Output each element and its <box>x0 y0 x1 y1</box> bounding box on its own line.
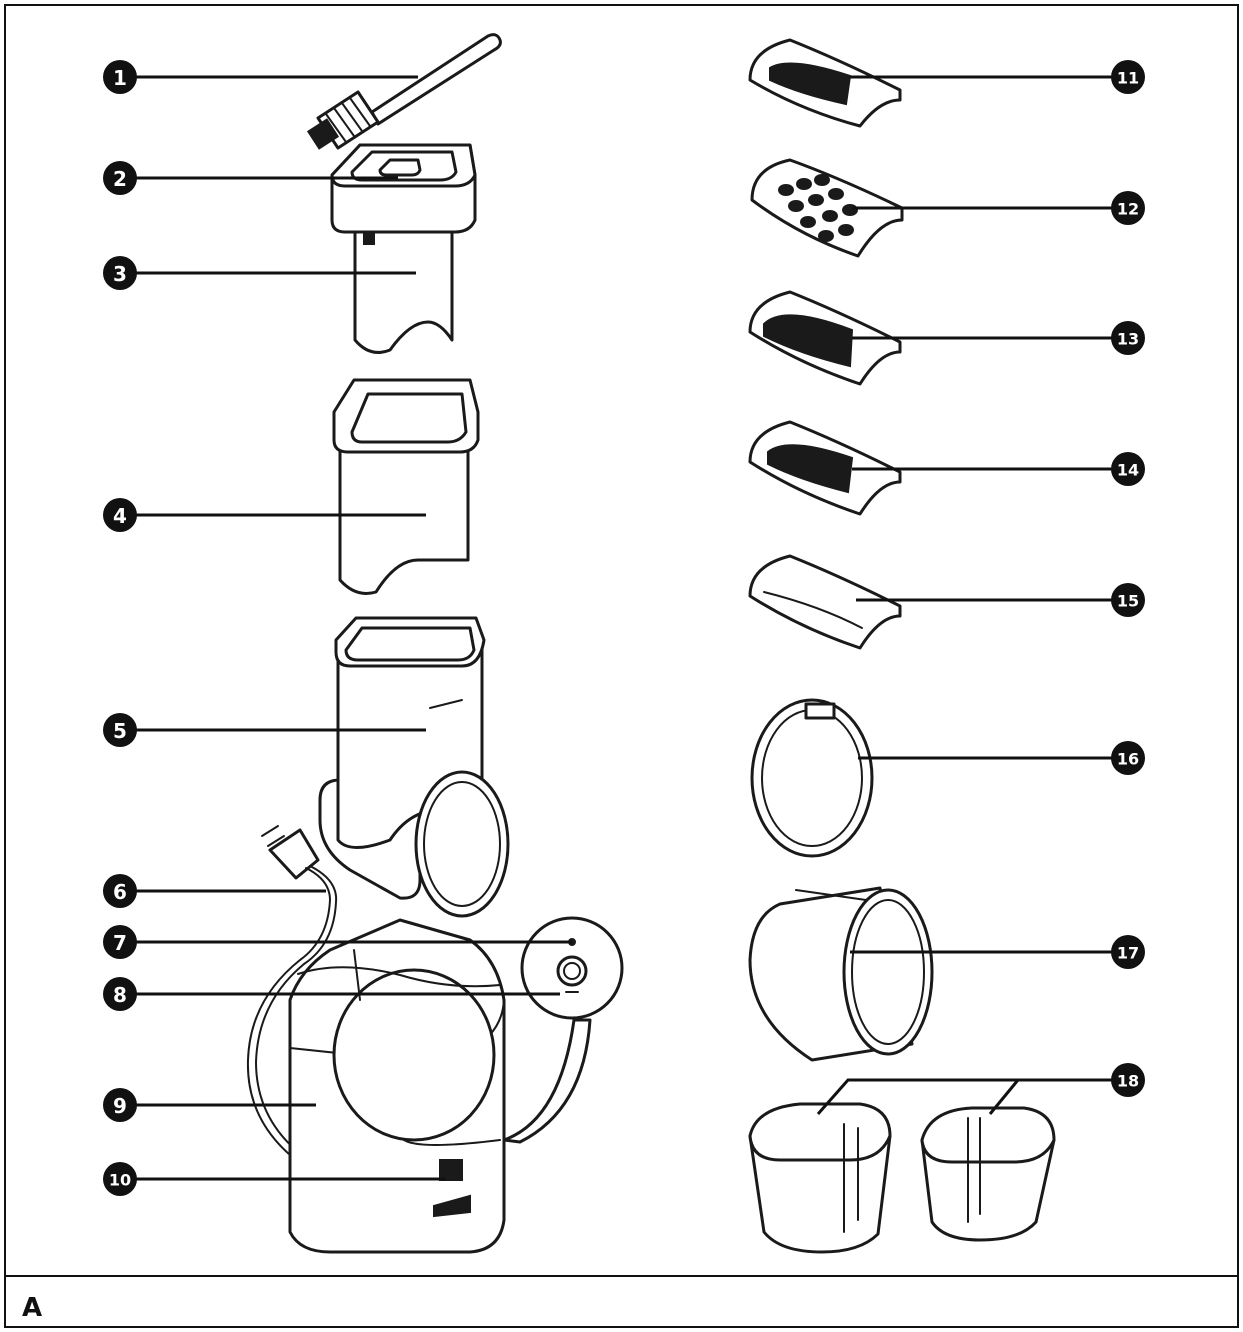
callout-number-1: 1 <box>113 66 127 90</box>
callout-number-8: 8 <box>113 983 127 1007</box>
control-panel-drawing <box>522 918 622 1018</box>
slicing-insert-drawing <box>750 556 900 648</box>
pusher-drawing <box>332 145 475 352</box>
callout-number-2: 2 <box>113 167 127 191</box>
callout-number-7: 7 <box>113 931 127 955</box>
callout-number-3: 3 <box>113 262 127 286</box>
cleaning-brush-drawing <box>308 35 500 149</box>
callout-number-12: 12 <box>1117 200 1139 219</box>
callout-number-16: 16 <box>1117 750 1139 769</box>
drum-drawing <box>750 888 932 1060</box>
feed-tube-drawing <box>334 380 478 594</box>
callout-number-6: 6 <box>113 880 127 904</box>
callout-number-11: 11 <box>1117 69 1139 88</box>
callouts: 1 2 3 4 5 6 7 8 9 10 11 12 <box>103 60 1145 1196</box>
drum-ring-drawing <box>752 700 872 856</box>
callout-number-13: 13 <box>1117 330 1139 349</box>
callout-number-4: 4 <box>113 504 127 528</box>
part-drawings <box>248 35 1054 1252</box>
callout-number-17: 17 <box>1117 944 1139 963</box>
drum-housing-drawing <box>320 618 508 916</box>
containers-drawing <box>750 1104 1054 1252</box>
callout-number-14: 14 <box>1117 461 1139 480</box>
callout-number-18: 18 <box>1117 1072 1139 1091</box>
callout-number-10: 10 <box>109 1171 131 1190</box>
callout-number-5: 5 <box>113 719 127 743</box>
coarse-grater-drawing <box>750 40 900 126</box>
callout-number-9: 9 <box>113 1094 127 1118</box>
callout-number-15: 15 <box>1117 592 1139 611</box>
figure-label: A <box>22 1293 42 1323</box>
